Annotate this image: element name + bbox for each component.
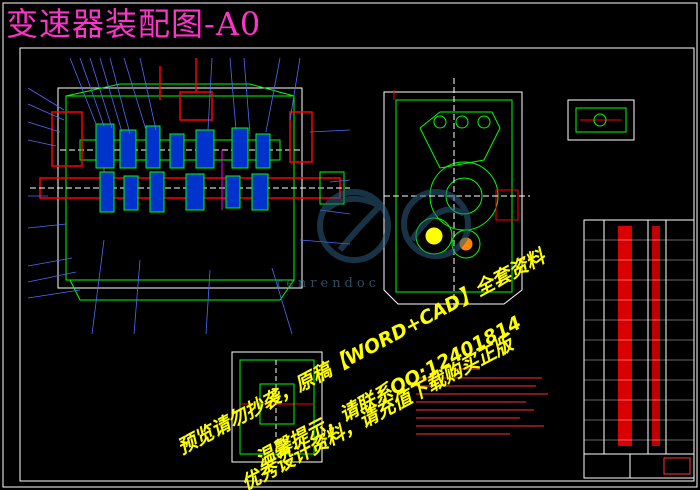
leader-lines-left (27, 87, 81, 299)
detail-view (567, 99, 635, 141)
drawing-title: 变速器装配图-A0 (6, 5, 262, 43)
leader-lines-bottom (91, 239, 293, 335)
leader-lines-right (299, 129, 351, 245)
bottom-detail-view (231, 351, 323, 463)
watermark-site: renrendoc (276, 276, 380, 291)
parts-list (583, 219, 695, 479)
technical-notes (416, 368, 548, 435)
logo-icon (317, 189, 471, 263)
gear-blocks (95, 123, 271, 213)
leader-lines-top (69, 57, 301, 135)
